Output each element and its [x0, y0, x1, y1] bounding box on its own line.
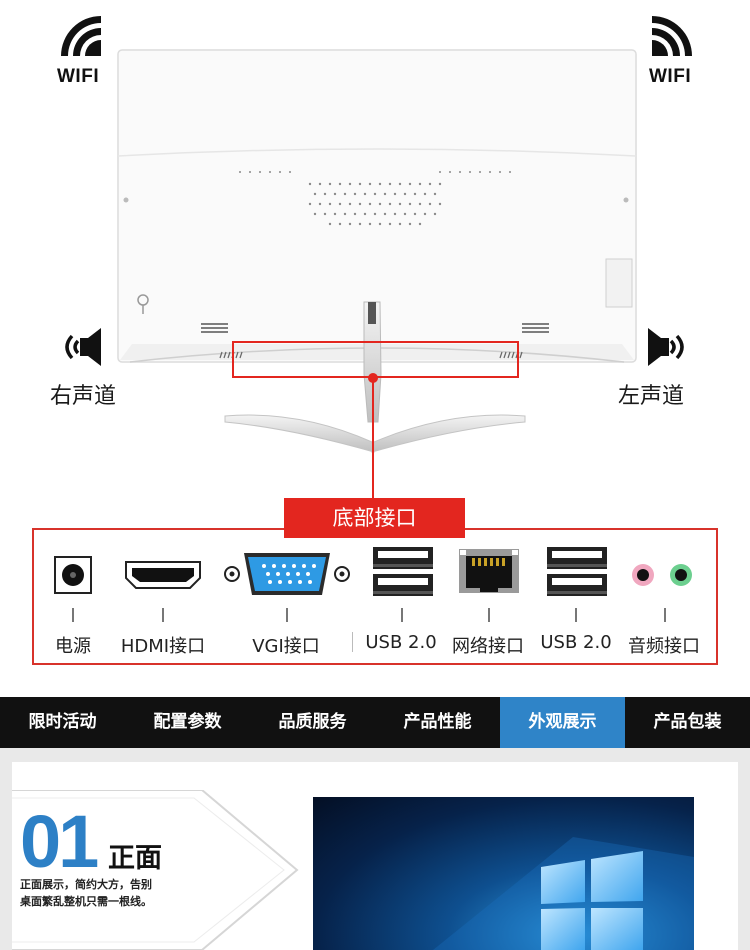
ports-panel: 电源 HDMI接口 VGI接口 USB 2.0 网络接口 USB 2.0 音频接…: [32, 528, 718, 665]
section-description-line: 桌面繁乱整机只需一根线。: [20, 895, 152, 908]
bottom-port-highlight: [232, 341, 519, 378]
monitor-front-screen: [313, 797, 694, 950]
port-label-vga: VGI接口: [252, 636, 320, 657]
bottom-ports-callout: 底部接口: [284, 498, 465, 538]
ethernet-port-icon: [459, 549, 519, 593]
usb-port-icon: [373, 547, 433, 596]
nav-tab-packaging[interactable]: 产品包装: [653, 712, 722, 732]
section-description-line: 正面展示，简约大方，告别: [20, 878, 152, 891]
section-title: 正面: [108, 843, 162, 874]
audio-jack-icon: [632, 564, 692, 586]
usb-port-icon: [547, 547, 607, 596]
callout-connector-line: [372, 377, 374, 501]
hdmi-port-icon: [125, 561, 201, 589]
section-description: 正面展示，简约大方，告别 桌面繁乱整机只需一根线。: [20, 876, 190, 910]
nav-tab-service[interactable]: 品质服务: [278, 712, 347, 732]
port-label-usb-1: USB 2.0: [365, 632, 437, 653]
port-label-hdmi: HDMI接口: [120, 636, 206, 657]
port-tick: [664, 608, 666, 622]
section-number: 01: [20, 800, 99, 883]
callout-connector-dot: [368, 373, 378, 383]
port-divider: [352, 632, 353, 652]
nav-tab-appearance[interactable]: 外观展示: [500, 697, 625, 763]
vga-port-icon: [224, 553, 350, 595]
port-tick: [162, 608, 164, 622]
wifi-icon: [61, 16, 101, 56]
wifi-label-right: WIFI: [649, 66, 692, 87]
port-tick: [575, 608, 577, 622]
product-back-view: WIFI WIFI: [50, 16, 692, 501]
port-label-audio: 音频接口: [628, 636, 700, 657]
speaker-right-label: 右声道: [50, 384, 117, 409]
nav-tab-performance[interactable]: 产品性能: [403, 712, 472, 732]
speaker-icon: [648, 328, 684, 366]
chevron-decoration: [12, 790, 299, 950]
nav-tab-promotion[interactable]: 限时活动: [28, 712, 97, 732]
port-label-power: 电源: [55, 636, 91, 657]
speaker-left-label: 左声道: [618, 384, 685, 409]
speaker-icon: [65, 328, 101, 366]
nav-tab-specs[interactable]: 配置参数: [153, 712, 222, 732]
port-tick: [401, 608, 403, 622]
power-jack-icon: [54, 556, 92, 594]
port-tick: [286, 608, 288, 622]
monitor-back-illustration: [117, 49, 637, 453]
port-tick: [488, 608, 490, 622]
port-tick: [72, 608, 74, 622]
section-nav-bar: 限时活动 配置参数 品质服务 产品性能 外观展示 产品包装: [0, 697, 750, 763]
windows-logo-icon: [433, 837, 694, 950]
port-label-usb-2: USB 2.0: [540, 632, 612, 653]
wifi-icon: [652, 16, 692, 56]
wifi-label-left: WIFI: [57, 66, 100, 87]
port-label-ethernet: 网络接口: [452, 636, 524, 657]
